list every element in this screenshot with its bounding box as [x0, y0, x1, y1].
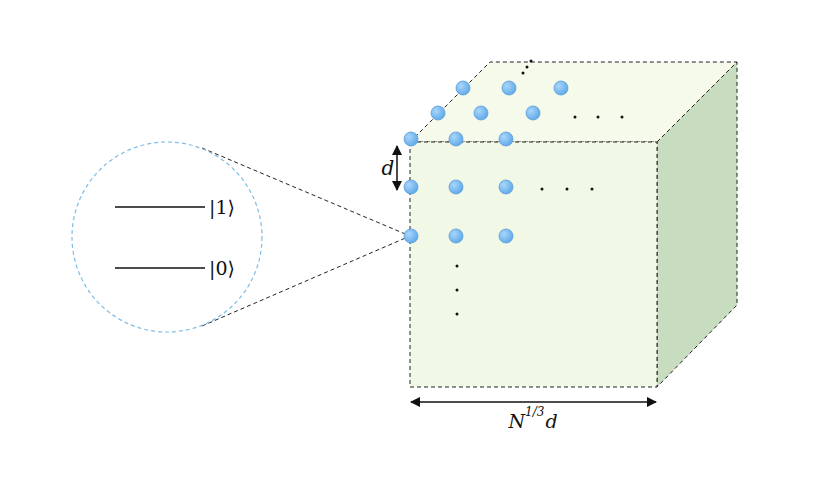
- ellipsis-dot: [530, 60, 533, 63]
- zoom-outline: [71, 141, 263, 333]
- atom-dot: [404, 132, 418, 146]
- spacing-arrow: [396, 146, 398, 190]
- zoom-circle-outline: [72, 142, 262, 332]
- width-exponent: 1/3: [525, 406, 544, 418]
- atom-dot: [456, 81, 470, 95]
- atom-dot: [499, 229, 513, 243]
- atom-dot: [431, 106, 445, 120]
- atom-dot: [526, 106, 540, 120]
- state-label: |1⟩: [209, 198, 235, 217]
- ellipsis-dot: [621, 116, 624, 119]
- spacing-label: d: [382, 158, 395, 178]
- width-arrow: [411, 401, 656, 403]
- energy-level: [115, 267, 205, 268]
- atom-dot: [554, 81, 568, 95]
- ellipsis-dot: [541, 188, 544, 191]
- ellipsis-dot: [456, 289, 459, 292]
- atom-dot: [499, 180, 513, 194]
- width-label: d: [545, 412, 557, 431]
- atom-dot: [404, 180, 418, 194]
- atom-dot: [474, 106, 488, 120]
- atom-dot: [502, 81, 516, 95]
- ellipsis-dot: [456, 265, 459, 268]
- ellipsis-dot: [591, 188, 594, 191]
- ellipsis-dots: [456, 60, 624, 316]
- ellipsis-dot: [597, 116, 600, 119]
- ellipsis-dot: [574, 116, 577, 119]
- zoom-circle: |1⟩ |0⟩: [71, 141, 263, 333]
- cube-side: [657, 62, 737, 387]
- atom-dot: [449, 229, 463, 243]
- ellipsis-dot: [526, 66, 529, 69]
- atom-dot: [404, 229, 418, 243]
- energy-level: [115, 206, 205, 207]
- atom-dot: [449, 180, 463, 194]
- ellipsis-dot: [456, 313, 459, 316]
- atom-dots: [404, 81, 568, 243]
- ellipsis-dot: [566, 188, 569, 191]
- state-label: |0⟩: [209, 259, 235, 278]
- width-label: N: [508, 412, 525, 431]
- ellipsis-dot: [522, 72, 525, 75]
- atom-dot: [449, 132, 463, 146]
- cube-front: [410, 142, 657, 387]
- atom-dot: [499, 132, 513, 146]
